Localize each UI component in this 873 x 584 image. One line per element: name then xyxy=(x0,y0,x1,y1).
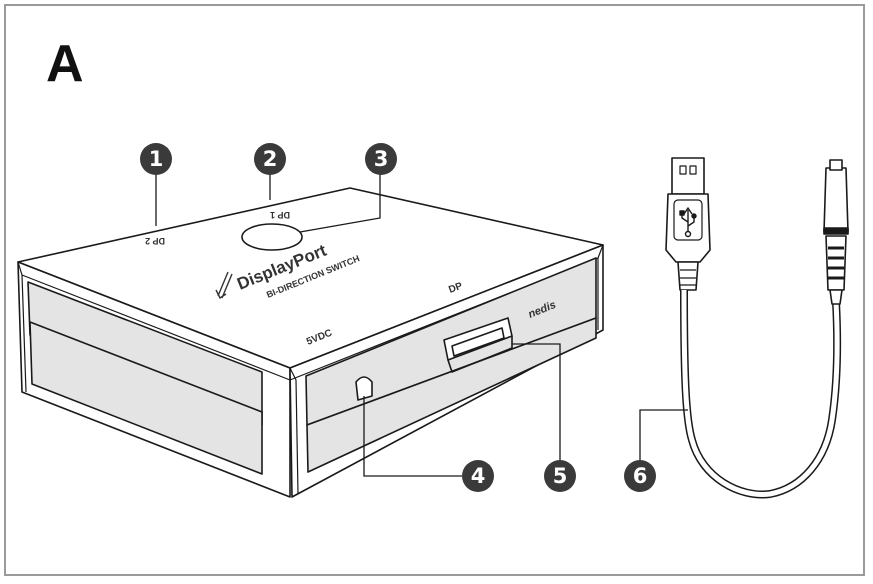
callout-4: 4 xyxy=(462,460,494,492)
callout-6: 6 xyxy=(624,460,656,492)
switch-box xyxy=(17,187,604,498)
usb-cable xyxy=(665,157,849,499)
dp1-port-label: DP 1 xyxy=(270,210,290,220)
svg-text:6: 6 xyxy=(633,464,648,488)
svg-text:3: 3 xyxy=(374,147,389,171)
leader-lines xyxy=(155,174,688,477)
panel-label: A xyxy=(46,35,84,93)
displayport-logo-mark xyxy=(215,271,233,300)
leader-6 xyxy=(639,409,688,460)
usb-trident-icon xyxy=(679,207,697,238)
left-panel-lower xyxy=(29,321,263,475)
dp2-port-label: DP 2 xyxy=(145,236,165,246)
dc-plug-grip xyxy=(825,235,847,291)
select-button xyxy=(241,223,303,251)
power-jack xyxy=(355,376,373,401)
callouts: 1 2 3 4 5 6 xyxy=(140,143,656,492)
svg-text:5: 5 xyxy=(553,464,568,488)
leader-3 xyxy=(299,174,381,233)
usb-a-plug-tip xyxy=(671,157,705,195)
svg-text:1: 1 xyxy=(149,147,164,171)
callout-1: 1 xyxy=(140,143,172,175)
svg-text:2: 2 xyxy=(263,147,278,171)
leader-4 xyxy=(363,396,462,477)
callout-2: 2 xyxy=(254,143,286,175)
leader-5 xyxy=(512,343,561,460)
figure-frame xyxy=(4,4,865,576)
callout-5: 5 xyxy=(544,460,576,492)
dc-barrel-plug xyxy=(823,167,849,233)
dp-output-label: DP xyxy=(447,281,464,296)
dp-output-port xyxy=(443,317,513,373)
svg-text:4: 4 xyxy=(471,464,486,488)
callout-3: 3 xyxy=(365,143,397,175)
